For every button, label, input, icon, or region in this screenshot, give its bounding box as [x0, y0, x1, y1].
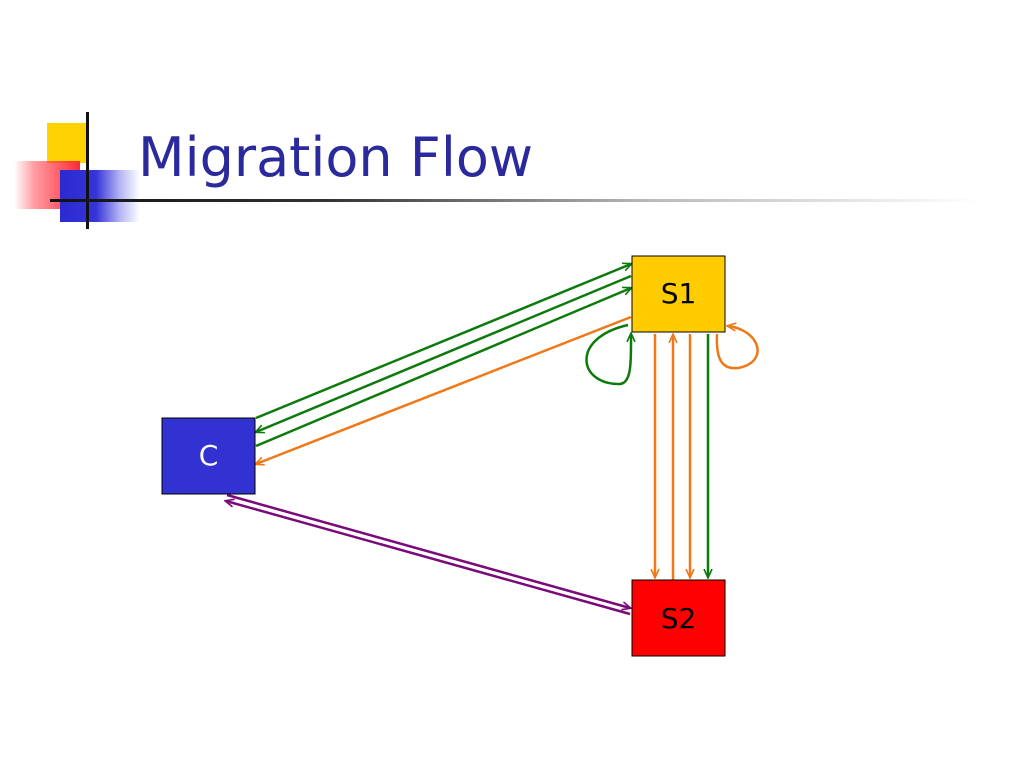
edge-c-to-s2 [226, 493, 630, 608]
node-c-label: C [199, 439, 219, 472]
logo-vertical-line [86, 112, 89, 229]
node-s1-label: S1 [661, 277, 697, 310]
edge-s1-to-s1 [585, 323, 632, 386]
logo-yellow-square [47, 123, 87, 163]
edge-s1-to-c [256, 274, 632, 432]
node-s1-box [631, 255, 726, 333]
node-s1: S1 [631, 255, 726, 333]
slide-title: Migration Flow [138, 126, 534, 189]
node-s2: S2 [631, 579, 726, 657]
edge-s1-to-c [256, 315, 632, 464]
edge-c-to-s1 [255, 288, 631, 448]
node-s2-label: S2 [661, 602, 697, 635]
node-c: C [161, 417, 256, 495]
logo-blue-square [60, 170, 140, 222]
edge-s2-to-c [226, 501, 631, 616]
edges-layer [226, 264, 759, 616]
node-s2-box [631, 579, 726, 657]
edge-c-to-s1 [255, 264, 631, 420]
node-c-box [161, 417, 256, 495]
edge-s1-to-s1 [715, 326, 759, 370]
title-underline [50, 199, 980, 202]
